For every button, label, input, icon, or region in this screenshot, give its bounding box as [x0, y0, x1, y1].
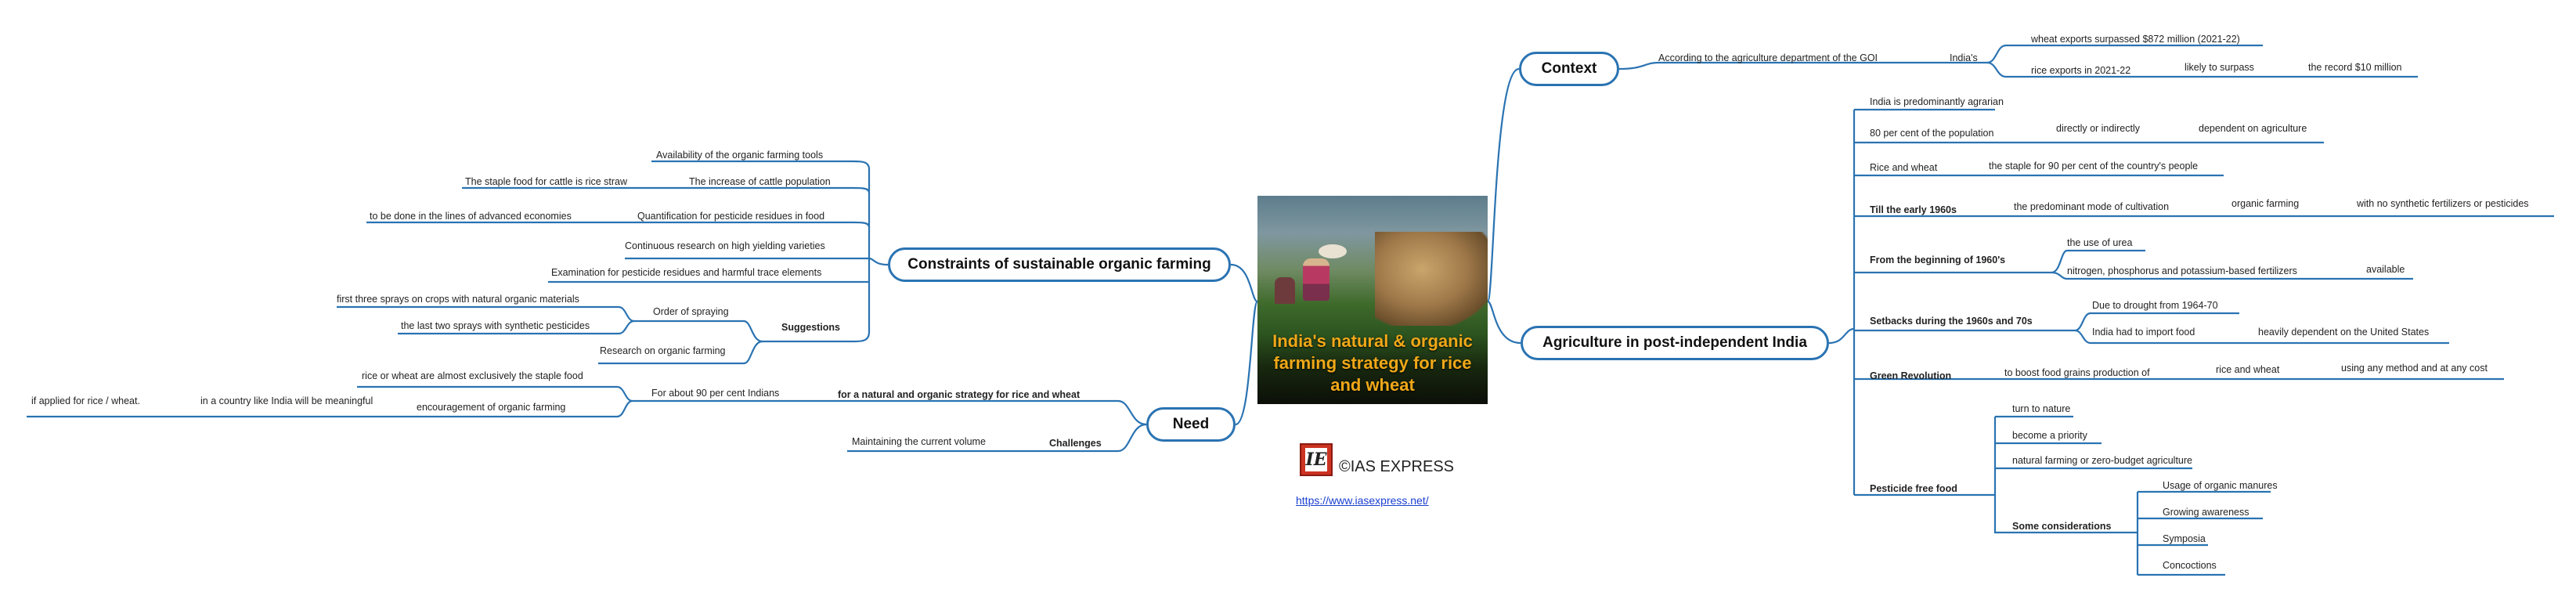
brand-url-link[interactable]: https://www.iasexpress.net/ [1296, 494, 1429, 507]
logo-letters: IE [1305, 448, 1327, 471]
constraint-rice-straw: The staple food for cattle is rice straw [465, 176, 628, 187]
constraint-research-hyv: Continuous research on high yielding var… [625, 240, 825, 251]
center-title: India's natural & organic farming strate… [1272, 331, 1473, 395]
agri-npk: nitrogen, phosphorus and potassium-based… [2067, 265, 2297, 276]
need-applied: if applied for rice / wheat. [31, 395, 140, 406]
context-source: According to the agriculture department … [1658, 52, 1878, 63]
agri-early-1960s: Till the early 1960s [1870, 204, 1957, 215]
constraint-examination: Examination for pesticide residues and h… [551, 267, 822, 278]
constraint-research-organic: Research on organic farming [600, 345, 726, 356]
agri-boost: to boost food grains production of [2004, 367, 2150, 378]
woman-figure [1303, 258, 1329, 301]
context-wheat-exports: wheat exports surpassed $872 million (20… [2031, 34, 2240, 45]
agri-setbacks: Setbacks during the 1960s and 70s [1870, 316, 2033, 327]
agri-import: India had to import food [2092, 327, 2195, 338]
need-staple-food: rice or wheat are almost exclusively the… [362, 370, 583, 381]
agri-zero-budget: natural farming or zero-budget agricultu… [2012, 455, 2192, 466]
center-image: India's natural & organic farming strate… [1257, 196, 1488, 404]
agri-organic: organic farming [2231, 198, 2300, 209]
agri-staple: the staple for 90 per cent of the countr… [1989, 161, 2199, 172]
agri-usa: heavily dependent on the United States [2258, 327, 2430, 338]
agri-pesticide-free: Pesticide free food [1870, 483, 1957, 494]
need-challenges: Challenges [1049, 438, 1102, 449]
constraint-advanced: to be done in the lines of advanced econ… [370, 211, 572, 222]
agri-agrarian: India is predominantly agrarian [1870, 96, 2004, 107]
agri-manures: Usage of organic manures [2163, 480, 2278, 491]
agri-dependent: dependent on agriculture [2199, 123, 2307, 134]
context-india: India's [1950, 52, 1978, 63]
agri-green-revolution: Green Revolution [1870, 370, 1952, 381]
basket-shape [1319, 244, 1347, 258]
node-constraints: Constraints of sustainable organic farmi… [888, 247, 1231, 282]
ias-express-logo: IE [1300, 443, 1333, 476]
need-meaningful: in a country like India will be meaningf… [200, 395, 373, 406]
constraint-cattle: The increase of cattle population [689, 176, 831, 187]
constraint-suggestions: Suggestions [781, 322, 841, 333]
context-likely: likely to surpass [2185, 62, 2254, 73]
agri-predominant: the predominant mode of cultivation [2014, 201, 2170, 212]
agri-awareness: Growing awareness [2163, 507, 2249, 518]
agri-turn-nature: turn to nature [2012, 403, 2071, 414]
constraint-last-two: the last two sprays with synthetic pesti… [401, 320, 590, 331]
constraint-order: Order of spraying [653, 306, 729, 317]
brand-name: ©IAS EXPRESS [1339, 458, 1455, 475]
straw-mound [1375, 232, 1488, 326]
agri-available: available [2366, 264, 2405, 275]
agri-considerations: Some considerations [2012, 521, 2112, 532]
context-rice-exports: rice exports in 2021-22 [2031, 65, 2131, 76]
agri-drought: Due to drought from 1964-70 [2092, 300, 2218, 311]
need-current-volume: Maintaining the current volume [852, 436, 986, 447]
agri-symposia: Symposia [2163, 533, 2206, 544]
node-need: Need [1146, 407, 1236, 442]
node-context: Context [1519, 52, 1619, 86]
agri-urea: the use of urea [2067, 237, 2133, 248]
agri-population: 80 per cent of the population [1870, 128, 1994, 139]
agri-directly: directly or indirectly [2056, 123, 2140, 134]
agri-priority: become a priority [2012, 430, 2087, 441]
need-strategy: for a natural and organic strategy for r… [838, 389, 1081, 400]
farmer-figure [1275, 277, 1295, 304]
agri-from-1960s: From the beginning of 1960's [1870, 255, 2006, 265]
need-encouragement: encouragement of organic farming [417, 402, 566, 413]
constraint-first-three: first three sprays on crops with natural… [337, 294, 579, 305]
need-90-percent: For about 90 per cent Indians [651, 388, 780, 399]
agri-any-method: using any method and at any cost [2341, 363, 2488, 374]
node-agriculture: Agriculture in post-independent India [1521, 326, 1829, 360]
context-record: the record $10 million [2308, 62, 2402, 73]
agri-rice-and-wheat: rice and wheat [2216, 364, 2280, 375]
constraint-quantification: Quantification for pesticide residues in… [637, 211, 825, 222]
constraint-tools: Availability of the organic farming tool… [656, 150, 824, 161]
agri-no-synthetic: with no synthetic fertilizers or pestici… [2357, 198, 2529, 209]
agri-rice-wheat: Rice and wheat [1870, 162, 1938, 173]
agri-concoctions: Concoctions [2163, 560, 2217, 571]
